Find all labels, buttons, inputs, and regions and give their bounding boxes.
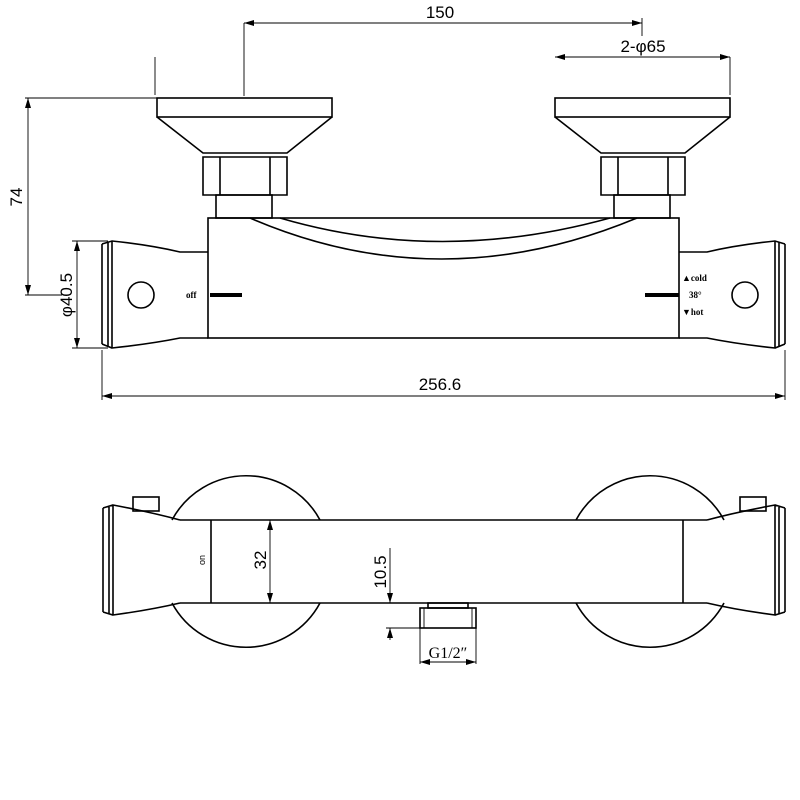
right-mount-hole bbox=[731, 281, 759, 309]
dim-74: 74 bbox=[7, 97, 157, 296]
hot-label: ▼hot bbox=[682, 307, 703, 317]
svg-text:2-φ65: 2-φ65 bbox=[620, 37, 665, 56]
svg-text:10.5: 10.5 bbox=[371, 555, 390, 588]
dim-256-6: 256.6 bbox=[101, 350, 786, 400]
dim-32: 32 bbox=[251, 520, 273, 603]
left-wall-plate bbox=[171, 474, 321, 649]
dim-handle-diameter: 2-φ65 bbox=[154, 37, 731, 95]
left-mount-hole bbox=[127, 281, 155, 309]
outlet bbox=[419, 602, 477, 629]
right-wall-plate bbox=[575, 474, 725, 649]
on-label: on bbox=[197, 555, 207, 565]
svg-text:74: 74 bbox=[7, 188, 26, 207]
top-view: on 32 10.5 G1/2″ bbox=[102, 474, 786, 665]
mixer-body: off ▲cold 38° ▼hot bbox=[101, 217, 786, 349]
temp-label: 38° bbox=[689, 290, 702, 300]
off-label: off bbox=[186, 290, 197, 300]
dim-10-5: 10.5 bbox=[371, 548, 420, 640]
left-handle bbox=[156, 97, 333, 219]
svg-text:256.6: 256.6 bbox=[419, 375, 462, 394]
svg-text:32: 32 bbox=[251, 551, 270, 570]
right-handle bbox=[554, 97, 731, 219]
svg-text:G1/2″: G1/2″ bbox=[429, 645, 468, 662]
svg-text:150: 150 bbox=[426, 3, 454, 22]
dim-outlet-thread: G1/2″ bbox=[419, 628, 477, 665]
front-view: off ▲cold 38° ▼hot 150 2-φ65 74 φ40.5 25… bbox=[7, 3, 786, 400]
cold-label: ▲cold bbox=[682, 273, 707, 283]
dim-body-diameter: φ40.5 bbox=[57, 240, 108, 349]
svg-text:φ40.5: φ40.5 bbox=[57, 273, 76, 317]
dim-150: 150 bbox=[243, 3, 643, 96]
